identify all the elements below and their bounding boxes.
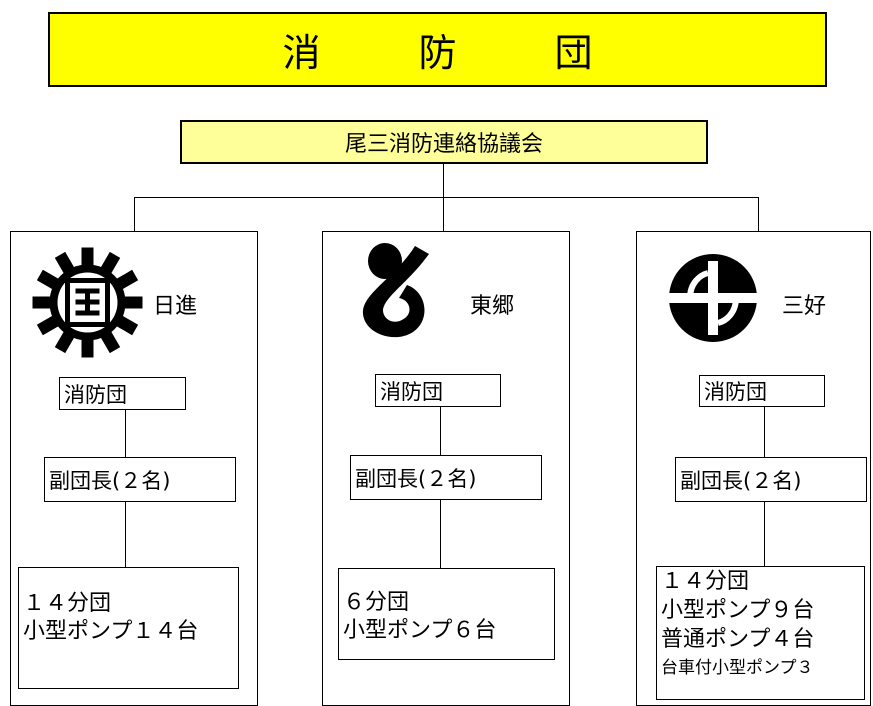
connector-horizontal: [134, 197, 759, 198]
detail-line: １４分団: [23, 591, 112, 616]
connector-miyoshi-1: [764, 407, 765, 457]
connector-main: [443, 164, 444, 197]
detail-box-nisshin: １４分団 小型ポンプ１４台: [18, 567, 239, 689]
unit-box-togo: 消防団: [375, 374, 501, 407]
connector-center: [443, 197, 444, 231]
unit-box-miyoshi: 消防団: [699, 375, 825, 407]
unit-box-nisshin: 消防団: [59, 377, 186, 410]
deputy-box-togo: 副団長(２名): [350, 455, 542, 500]
city-name-miyoshi: 三好: [782, 294, 827, 319]
connector-miyoshi-2: [764, 502, 765, 566]
council-label: 尾三消防連絡協議会: [344, 132, 543, 157]
banner-char-2: 防: [418, 31, 457, 75]
miyoshi-emblem-icon: [668, 254, 758, 342]
banner-char-1: 消: [282, 31, 321, 75]
togo-emblem-icon: [362, 243, 429, 338]
connector-nisshin-2: [125, 502, 126, 567]
detail-line: 普通ポンプ４台: [661, 627, 815, 652]
connector-togo-2: [440, 500, 441, 568]
deputy-box-miyoshi: 副団長(２名): [675, 457, 867, 502]
connector-nisshin-1: [125, 410, 126, 457]
detail-line: 小型ポンプ１４台: [23, 619, 199, 644]
city-name-nisshin: 日進: [153, 294, 198, 319]
detail-line: 台車付小型ポンプ３: [661, 658, 814, 678]
detail-box-togo: ６分団 小型ポンプ６台: [338, 568, 555, 660]
detail-line: ６分団: [343, 590, 410, 615]
connector-right: [758, 197, 759, 231]
detail-line: 小型ポンプ６台: [343, 618, 497, 643]
council-box: 尾三消防連絡協議会: [180, 120, 708, 164]
deputy-box-nisshin: 副団長(２名): [44, 457, 236, 502]
banner-char-3: 団: [554, 31, 593, 75]
nisshin-emblem-icon: [32, 247, 143, 358]
title-banner: 消 防 団: [48, 12, 827, 87]
connector-left: [134, 197, 135, 231]
detail-line: 小型ポンプ９台: [661, 598, 815, 623]
city-name-togo: 東郷: [470, 294, 515, 319]
detail-box-miyoshi: １４分団 小型ポンプ９台 普通ポンプ４台 台車付小型ポンプ３: [656, 566, 865, 700]
connector-togo-1: [440, 407, 441, 455]
detail-line: １４分団: [661, 569, 750, 594]
